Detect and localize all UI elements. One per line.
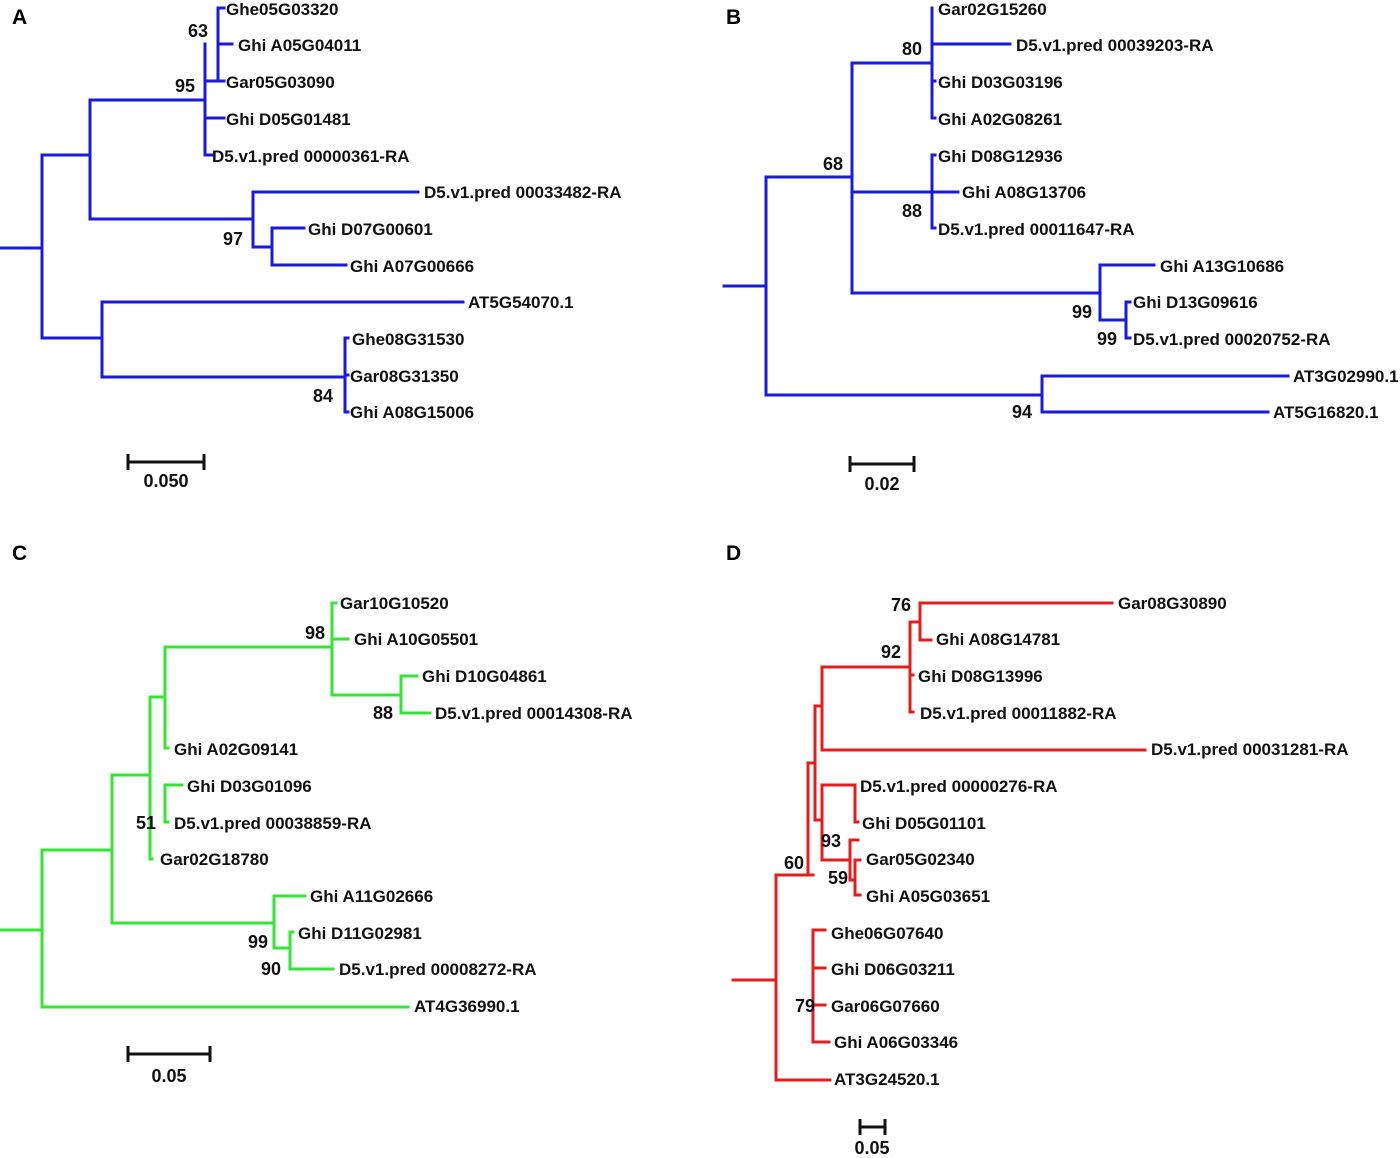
leaf-label: D5.v1.pred 00020752-RA [1133, 330, 1331, 349]
leaf-label: Ghi A08G15006 [350, 403, 474, 422]
bootstrap-value: 94 [1012, 402, 1032, 422]
leaf-label: Ghe08G31530 [352, 330, 464, 349]
scale-bar [126, 1046, 212, 1062]
leaf-label: Ghi A06G03346 [834, 1033, 958, 1052]
scale-bar-label: 0.050 [143, 471, 188, 491]
leaf-label: D5.v1.pred 00011647-RA [938, 220, 1135, 239]
leaf-label: Ghe05G03320 [226, 0, 338, 19]
panel-label: B [726, 6, 741, 29]
panel-label: A [12, 6, 27, 29]
leaf-label: Ghi A08G13706 [962, 183, 1086, 202]
leaf-label: D5.v1.pred 00008272-RA [339, 960, 537, 979]
scale-bar-label: 0.05 [151, 1066, 186, 1086]
leaf-label: Ghi A08G14781 [936, 630, 1060, 649]
leaf-label: D5.v1.pred 00000361-RA [212, 147, 410, 166]
leaf-label: Gar10G10520 [340, 594, 449, 613]
scale-bar [858, 1119, 887, 1135]
scale-bar-label: 0.05 [854, 1138, 889, 1158]
leaf-label: AT4G36990.1 [414, 997, 520, 1016]
leaf-label: Gar08G31350 [350, 367, 459, 386]
leaf-label: Ghi A02G08261 [938, 110, 1062, 129]
tree-branches [731, 601, 1147, 1082]
scale-bar [848, 456, 916, 472]
leaf-label: Ghi A05G04011 [238, 36, 361, 55]
bootstrap-value: 88 [373, 703, 393, 723]
leaf-label: Ghe06G07640 [831, 924, 943, 943]
bootstrap-value: 79 [795, 996, 815, 1016]
bootstrap-value: 99 [1072, 302, 1092, 322]
bootstrap-value: 68 [823, 154, 843, 174]
leaf-label: Ghi D03G01096 [187, 777, 312, 796]
leaf-label: Ghi D11G02981 [298, 924, 422, 943]
leaf-label: AT5G16820.1 [1273, 403, 1379, 422]
leaf-label: D5.v1.pred 00031281-RA [1151, 740, 1349, 759]
leaf-label: D5.v1.pred 00033482-RA [424, 183, 622, 202]
leaf-label: Ghi A11G02666 [310, 887, 433, 906]
leaf-label: D5.v1.pred 00011882-RA [920, 704, 1117, 723]
leaf-label: Ghi D07G00601 [308, 220, 433, 239]
leaf-label: Ghi D08G12936 [938, 147, 1063, 166]
tree-branches [0, 6, 465, 414]
panel-label: C [12, 542, 27, 565]
leaf-label: Ghi A13G10686 [1160, 257, 1284, 276]
leaf-label: Ghi A10G05501 [354, 630, 478, 649]
leaf-label: Gar02G18780 [160, 850, 269, 869]
bootstrap-value: 97 [223, 229, 243, 249]
bootstrap-value: 90 [261, 959, 281, 979]
bootstrap-value: 98 [305, 623, 325, 643]
leaf-label: Ghi A05G03651 [866, 887, 990, 906]
bootstrap-value: 84 [313, 386, 333, 406]
bootstrap-value: 63 [188, 21, 208, 41]
bootstrap-value: 76 [891, 595, 911, 615]
leaf-label: Ghi D08G13996 [918, 667, 1043, 686]
bootstrap-value: 88 [902, 201, 922, 221]
leaf-label: Gar05G03090 [226, 73, 335, 92]
leaf-label: AT3G02990.1 [1293, 367, 1399, 386]
leaf-label: Ghi D05G01481 [226, 110, 351, 129]
bootstrap-value: 92 [881, 642, 901, 662]
scale-bar-label: 0.02 [864, 474, 899, 494]
bootstrap-value: 99 [248, 932, 268, 952]
tree-branches [0, 601, 432, 1009]
panel-label: D [726, 542, 741, 565]
bootstrap-value: 60 [784, 853, 804, 873]
leaf-label: AT3G24520.1 [834, 1070, 940, 1089]
leaf-label: Ghi D05G01101 [862, 814, 986, 833]
bootstrap-value: 99 [1097, 329, 1117, 349]
leaf-label: D5.v1.pred 00039203-RA [1016, 36, 1214, 55]
leaf-label: Gar06G07660 [831, 997, 940, 1016]
bootstrap-value: 95 [175, 76, 195, 96]
bootstrap-value: 59 [828, 868, 848, 888]
tree-branches [722, 6, 1290, 414]
leaf-label: Gar02G15260 [938, 0, 1047, 19]
leaf-label: Ghi D06G03211 [831, 960, 955, 979]
leaf-label: Ghi D03G03196 [938, 73, 1063, 92]
leaf-label: D5.v1.pred 00038859-RA [174, 814, 372, 833]
leaf-label: AT5G54070.1 [468, 293, 574, 312]
bootstrap-value: 51 [136, 813, 156, 833]
bootstrap-value: 93 [821, 831, 841, 851]
leaf-label: D5.v1.pred 00000276-RA [860, 777, 1058, 796]
scale-bar [126, 454, 206, 470]
leaf-label: D5.v1.pred 00014308-RA [435, 704, 633, 723]
leaf-label: Ghi A02G09141 [174, 740, 298, 759]
leaf-label: Ghi D10G04861 [422, 667, 547, 686]
leaf-label: Gar05G02340 [866, 850, 975, 869]
leaf-label: Ghi D13G09616 [1133, 293, 1258, 312]
leaf-label: Ghi A07G00666 [350, 257, 474, 276]
leaf-label: Gar08G30890 [1118, 594, 1227, 613]
bootstrap-value: 80 [902, 39, 922, 59]
